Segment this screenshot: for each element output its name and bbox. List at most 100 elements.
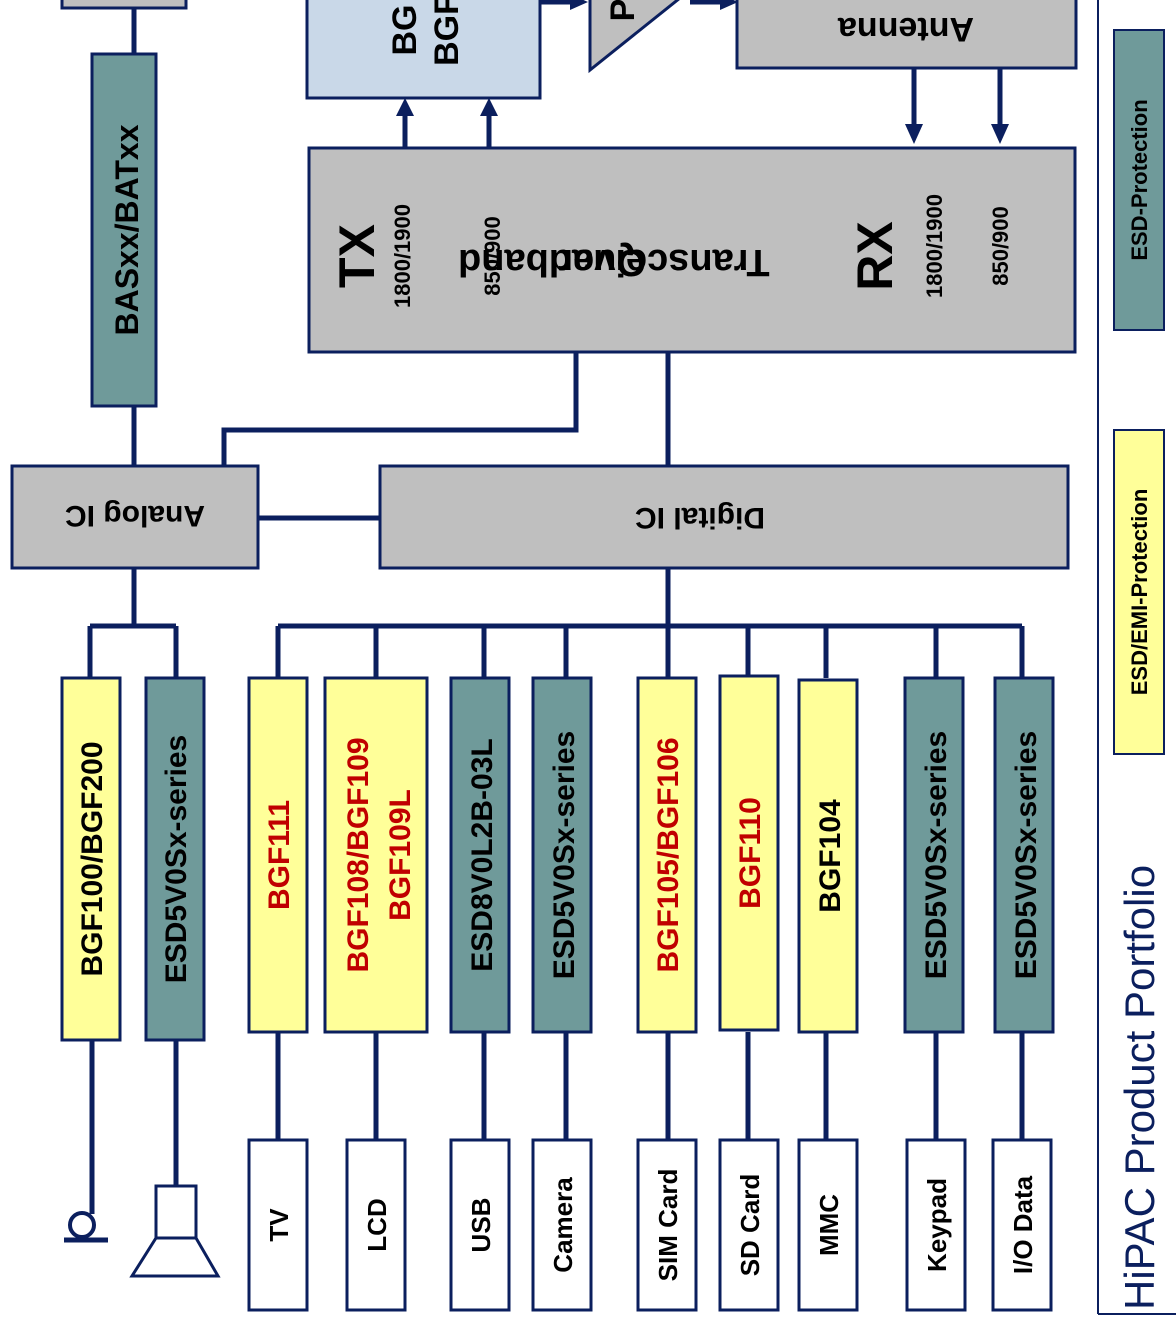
antenna-label: Antenna	[837, 10, 974, 48]
component-bgf110: BGF110	[718, 674, 780, 1032]
bgf-top-label-2: BGF	[428, 0, 466, 66]
port-label: SIM Card	[653, 1169, 683, 1282]
arrow-up-icon	[480, 98, 498, 116]
bgf-top-box	[305, 0, 542, 100]
component-bgf108-box	[323, 676, 429, 1034]
port-camera-box	[531, 1138, 593, 1312]
legend-yellow: ESD/EMI-Protection	[1113, 429, 1165, 755]
analog-ic-box	[10, 464, 260, 570]
digital-ic-box	[378, 464, 1070, 570]
port-label: MMC	[814, 1194, 844, 1256]
component-row: BGF100/BGF200 ESD5V0Sx-series BGF111 BGF…	[60, 674, 1055, 1042]
component-bgf111: BGF111	[247, 676, 309, 1034]
component-esd-io-box	[993, 676, 1055, 1034]
component-label: ESD5V0Sx-series	[1010, 731, 1043, 980]
component-bgf105: BGF105/BGF106	[636, 676, 698, 1034]
port-tv: TV	[247, 1138, 309, 1312]
component-bgf100: BGF100/BGF200	[60, 676, 122, 1042]
port-label: Keypad	[922, 1178, 952, 1272]
port-camera: Camera	[531, 1138, 593, 1312]
wires	[87, 8, 1025, 1214]
rx-arrows	[905, 68, 1009, 144]
port-keypad: Keypad	[905, 1138, 967, 1312]
port-sd-box	[718, 1138, 780, 1312]
component-label: BGF104	[814, 799, 847, 913]
arrow-up-icon	[396, 98, 414, 116]
port-io-box	[991, 1138, 1053, 1312]
basxx-block: BASxx/BATxx	[90, 52, 158, 408]
tx-label: TX	[329, 224, 385, 288]
component-bgf100-box	[60, 676, 122, 1042]
speaker-cone	[129, 1236, 221, 1278]
component-esd-io: ESD5V0Sx-series	[993, 676, 1055, 1034]
pa-block: P	[588, 0, 680, 74]
port-sd: SD Card	[718, 1138, 780, 1312]
port-label: SD Card	[735, 1174, 765, 1277]
microphone-capsule	[68, 1211, 96, 1239]
component-esd-keypad-box	[903, 676, 965, 1034]
component-esd8v0: ESD8V0L2B-03L	[449, 676, 511, 1034]
port-sim-box	[636, 1138, 698, 1312]
arrow-down-icon	[991, 124, 1009, 144]
arrow-right-icon	[720, 0, 738, 10]
port-keypad-box	[905, 1138, 967, 1312]
analog-ic-block: Analog IC	[10, 464, 260, 570]
legend-teal: ESD-Protection	[1113, 29, 1165, 331]
component-label-2: BGF109L	[384, 789, 417, 921]
footer-title-brand: HiPAC	[1116, 1187, 1163, 1310]
component-esd-audio: ESD5V0Sx-series	[144, 676, 206, 1042]
port-lcd: LCD	[345, 1138, 407, 1312]
port-label: Camera	[548, 1177, 578, 1273]
rx-850-label: 850/900	[988, 206, 1013, 286]
component-bgf108: BGF108/BGF109 BGF109L	[323, 676, 429, 1034]
arrow-down-icon	[905, 124, 923, 144]
component-label: BGF111	[263, 800, 296, 910]
component-bgf104: BGF104	[797, 678, 859, 1034]
rx-label: RX	[847, 221, 903, 290]
bgf-top-label-1: BG	[386, 5, 424, 56]
port-lcd-box	[345, 1138, 407, 1312]
pa-triangle	[588, 0, 680, 74]
component-esd-audio-box	[144, 676, 206, 1042]
digital-ic-block: Digital IC	[378, 464, 1070, 570]
speaker-icon	[129, 1184, 221, 1278]
pa-label: P	[604, 0, 642, 21]
component-bgf111-box	[247, 676, 309, 1034]
arrow-right-icon	[570, 0, 588, 10]
transceiver-block: TX 1800/1900 850/900 Quadband Transceive…	[307, 146, 1077, 354]
tx-1800-label: 1800/1900	[390, 204, 415, 308]
component-label: ESD5V0Sx-series	[920, 731, 953, 980]
top-left-block	[60, 0, 188, 10]
top-arrows	[540, 0, 738, 10]
footer: HiPAC Product Portfolio ESD/EMI-Protecti…	[1097, 0, 1176, 1315]
legend-yellow-label: ESD/EMI-Protection	[1127, 489, 1152, 696]
antenna-box	[735, 0, 1078, 70]
antenna-block: Antenna	[735, 0, 1078, 70]
footer-title-rest: Product Portfolio	[1116, 865, 1163, 1187]
digital-ic-label: Digital IC	[635, 501, 765, 534]
component-esd-camera: ESD5V0Sx-series	[531, 676, 593, 1034]
transceiver-label: Quadband	[458, 241, 646, 283]
transceiver-box	[307, 146, 1077, 354]
component-label: ESD5V0Sx-series	[548, 731, 581, 980]
port-tv-box	[247, 1138, 309, 1312]
legend-teal-swatch	[1113, 29, 1165, 331]
port-label: TV	[264, 1208, 294, 1242]
footer-title: HiPAC Product Portfolio	[1116, 865, 1163, 1310]
component-label: BGF110	[734, 797, 767, 909]
wire-analog-transceiver	[221, 352, 579, 466]
component-esd-camera-box	[531, 676, 593, 1034]
legend-yellow-swatch	[1113, 429, 1165, 755]
component-esd-keypad: ESD5V0Sx-series	[903, 676, 965, 1034]
tx-arrows	[396, 98, 498, 148]
legend-teal-label: ESD-Protection	[1127, 99, 1152, 260]
component-label: ESD8V0L2B-03L	[466, 738, 499, 971]
tx-850-label: 850/900	[480, 216, 505, 296]
component-label: ESD5V0Sx-series	[160, 735, 193, 984]
analog-ic-label: Analog IC	[65, 499, 205, 532]
port-mmc-box	[797, 1138, 859, 1312]
component-esd8v0-box	[449, 676, 511, 1034]
transceiver-label-2: Transceiver	[558, 241, 769, 283]
component-label: BGF100/BGF200	[76, 741, 109, 976]
component-label: BGF105/BGF106	[652, 737, 685, 972]
